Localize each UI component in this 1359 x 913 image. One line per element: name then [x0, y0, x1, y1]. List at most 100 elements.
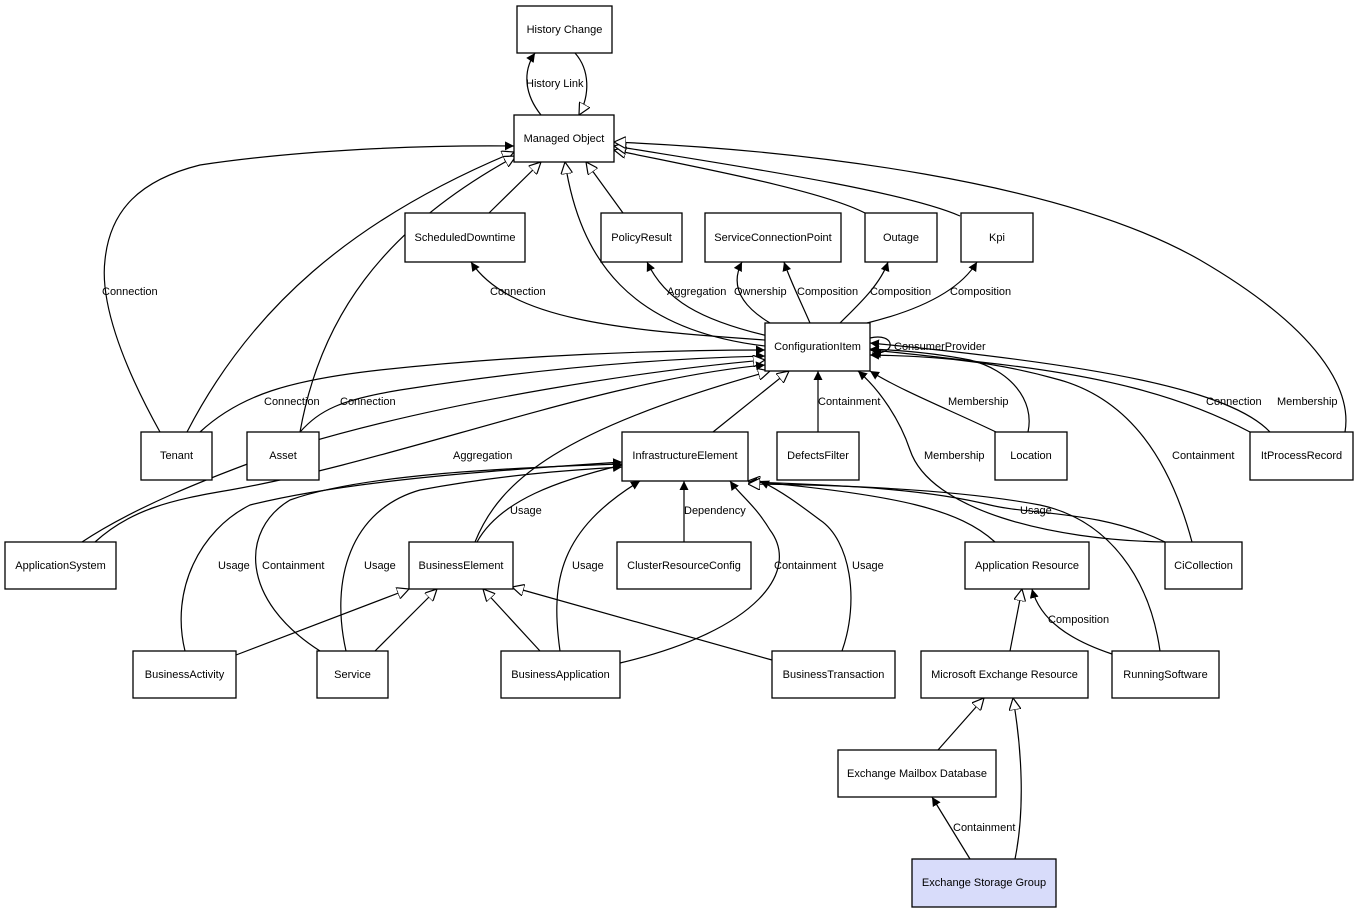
edge-label-containment: Containment — [953, 822, 1015, 834]
node-label: ApplicationSystem — [15, 560, 106, 572]
node-running-software[interactable]: RunningSoftware — [1111, 650, 1220, 699]
edge-line — [646, 261, 769, 337]
node-label: ConfigurationItem — [774, 341, 861, 353]
node-microsoft-exchange-resource[interactable]: Microsoft Exchange Resource — [920, 650, 1089, 699]
edge-line — [340, 463, 623, 652]
edge-label-composition: Composition — [870, 286, 931, 298]
edge-label-membership: Membership — [924, 450, 985, 462]
node-business-application[interactable]: BusinessApplication — [500, 650, 621, 699]
edge-line — [255, 459, 623, 652]
node-managed-object[interactable]: Managed Object — [513, 114, 615, 163]
edge-line — [103, 141, 515, 433]
edge-label-composition: Composition — [950, 286, 1011, 298]
node-outage[interactable]: Outage — [864, 212, 938, 263]
node-business-transaction[interactable]: BusinessTransaction — [771, 650, 896, 699]
edge-label-consumer-provider: ConsumerProvider — [894, 341, 986, 353]
node-label: Application Resource — [975, 560, 1079, 572]
node-service[interactable]: Service — [316, 650, 389, 699]
node-cluster-resource-config[interactable]: ClusterResourceConfig — [616, 541, 752, 590]
edge-label-usage: Usage — [852, 560, 884, 572]
edge-line — [474, 371, 770, 543]
node-label: BusinessTransaction — [783, 669, 885, 681]
node-service-connection-point[interactable]: ServiceConnectionPoint — [704, 212, 842, 263]
edge-label-usage: Usage — [572, 560, 604, 572]
edge-line — [180, 458, 623, 652]
edge-line — [235, 589, 409, 656]
node-label: History Change — [527, 24, 603, 36]
edge-label-usage: Usage — [218, 560, 250, 572]
node-infrastructure-element[interactable]: InfrastructureElement — [621, 431, 749, 482]
edge-label-connection: Connection — [340, 396, 396, 408]
node-kpi[interactable]: Kpi — [960, 212, 1034, 263]
node-label: RunningSoftware — [1123, 669, 1207, 681]
node-label: InfrastructureElement — [632, 450, 737, 462]
node-label: Microsoft Exchange Resource — [931, 669, 1078, 681]
edge-label-containment: Containment — [774, 560, 836, 572]
edge-label-usage: Usage — [510, 505, 542, 517]
edge-line — [748, 484, 1161, 652]
edge-line — [759, 480, 852, 652]
edge-line — [199, 345, 766, 433]
node-location[interactable]: Location — [994, 431, 1068, 481]
edge-line — [869, 370, 997, 433]
edge-label-containment: Containment — [818, 396, 880, 408]
edge-label-containment: Containment — [1172, 450, 1234, 462]
edge-line — [614, 146, 961, 217]
node-label: PolicyResult — [611, 232, 672, 244]
node-scheduled-downtime[interactable]: ScheduledDowntime — [404, 212, 526, 263]
node-business-activity[interactable]: BusinessActivity — [132, 650, 237, 699]
node-label: Service — [334, 669, 371, 681]
node-policy-result[interactable]: PolicyResult — [600, 212, 683, 263]
edge-label-connection: Connection — [102, 286, 158, 298]
node-label: ClusterResourceConfig — [627, 560, 741, 572]
edge-line — [619, 480, 780, 664]
edge-line — [512, 587, 773, 661]
node-label: BusinessApplication — [511, 669, 609, 681]
node-label: BusinessElement — [419, 560, 504, 572]
node-asset[interactable]: Asset — [246, 431, 320, 481]
node-label: CiCollection — [1174, 560, 1233, 572]
node-defects-filter[interactable]: DefectsFilter — [776, 431, 860, 481]
edge-label-composition: Composition — [797, 286, 858, 298]
edge-label-composition: Composition — [1048, 614, 1109, 626]
edge-label-aggregation: Aggregation — [453, 450, 512, 462]
node-history-change[interactable]: History Change — [516, 5, 613, 54]
edge-line — [476, 462, 623, 543]
edge-line — [488, 162, 541, 214]
edge-line — [857, 370, 1166, 543]
edge-label-containment: Containment — [262, 560, 324, 572]
edge-line — [747, 477, 1166, 543]
edge-label-dependency: Dependency — [684, 505, 746, 517]
edge-label-connection: Connection — [490, 286, 546, 298]
edge-line — [94, 361, 766, 543]
node-configuration-item[interactable]: ConfigurationItem — [764, 322, 871, 372]
edge-line — [586, 162, 624, 214]
node-application-system[interactable]: ApplicationSystem — [4, 541, 117, 590]
node-exchange-storage-group[interactable]: Exchange Storage Group — [911, 858, 1057, 908]
edge-label-usage: Usage — [364, 560, 396, 572]
edge-line — [374, 589, 437, 652]
edge-line — [526, 52, 542, 116]
edge-line — [1009, 589, 1022, 652]
node-application-resource[interactable]: Application Resource — [964, 541, 1090, 590]
edge-line — [556, 480, 641, 652]
node-label: ScheduledDowntime — [415, 232, 516, 244]
node-label: Exchange Mailbox Database — [847, 768, 987, 780]
node-exchange-mailbox-database[interactable]: Exchange Mailbox Database — [837, 749, 997, 798]
node-label: Asset — [269, 450, 297, 462]
node-label: BusinessActivity — [145, 669, 225, 681]
node-ci-collection[interactable]: CiCollection — [1164, 541, 1243, 590]
edge-label-membership: Membership — [1277, 396, 1338, 408]
node-it-process-record[interactable]: ItProcessRecord — [1249, 431, 1354, 481]
edge-line — [470, 261, 766, 341]
edge-line — [733, 261, 771, 324]
edge-line — [931, 796, 971, 860]
node-business-element[interactable]: BusinessElement — [408, 541, 514, 590]
node-label: ServiceConnectionPoint — [714, 232, 831, 244]
edge-line — [1013, 698, 1022, 860]
edge-line — [574, 52, 587, 115]
edge-line — [712, 371, 789, 433]
node-label: Location — [1010, 450, 1052, 462]
node-tenant[interactable]: Tenant — [140, 431, 213, 481]
